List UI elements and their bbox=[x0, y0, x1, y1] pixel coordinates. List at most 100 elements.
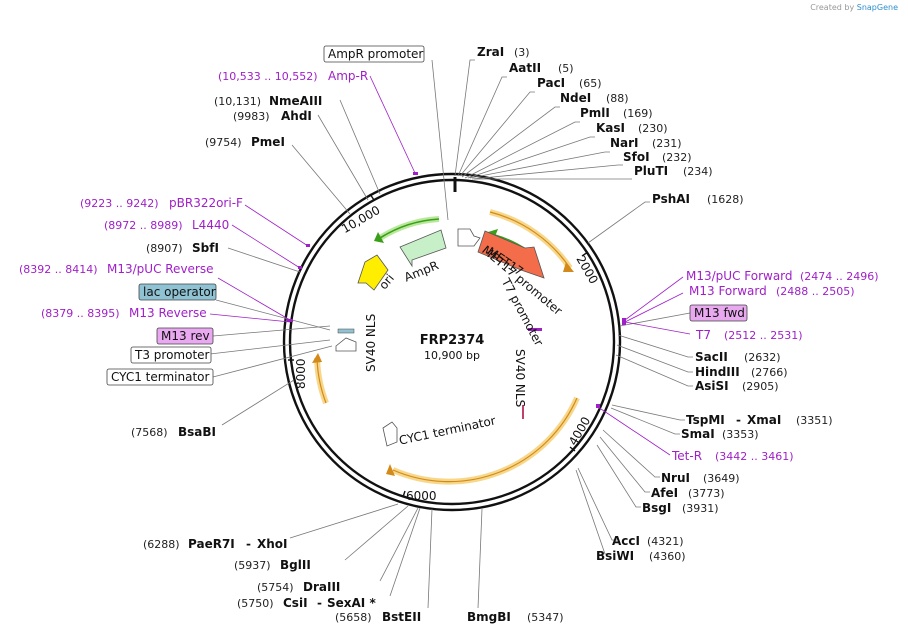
leader-acci bbox=[577, 467, 617, 541]
primer-leader-m13-forward bbox=[624, 292, 684, 323]
primer-pos-m13-reverse: (8379 .. 8395) bbox=[41, 307, 120, 320]
primer-pos-m13-puc-reverse: (8392 .. 8414) bbox=[19, 263, 98, 276]
orf-arc-left bbox=[314, 357, 329, 405]
site-pos-hindiii: (2766) bbox=[751, 366, 788, 379]
primer-mark-right bbox=[528, 328, 542, 331]
ampr-promoter-box bbox=[323, 45, 425, 63]
feature-label-sv40-nls-right: SV40 NLS bbox=[513, 349, 527, 407]
leader-draiii bbox=[379, 507, 419, 582]
leader-bmgbi bbox=[477, 508, 483, 609]
leader-m13-fwd bbox=[619, 312, 691, 327]
met17-promoter-arrow bbox=[457, 228, 481, 247]
site-pos-bsgi: (3931) bbox=[682, 502, 719, 515]
site-separator-csii: - bbox=[317, 596, 322, 610]
cyc1-terminator-box bbox=[106, 368, 214, 386]
site-name-draiii: DraIII bbox=[303, 580, 340, 594]
site-pos-kasi: (230) bbox=[638, 122, 668, 135]
site-pos-zrai: (3) bbox=[514, 46, 530, 59]
tick-mark-2000 bbox=[581, 251, 589, 257]
primer-leader-m13-reverse bbox=[209, 313, 291, 323]
leader-kasi bbox=[467, 136, 595, 179]
feature-label-cyc1-terminator: CYC1 terminator bbox=[398, 413, 497, 447]
backbone-inner-ring bbox=[288, 178, 616, 506]
site-pos-bsabi: (7568) bbox=[131, 426, 168, 439]
site-name-ahdi: AhdI bbox=[281, 109, 312, 123]
site-separator-paer7i: - bbox=[246, 537, 251, 551]
box-labels: AmpR promoter lac operator M13 rev T3 pr… bbox=[106, 45, 748, 386]
site-name-xmai: XmaI bbox=[747, 413, 781, 427]
feature-mark-tetr bbox=[522, 405, 524, 419]
lac-operator-box bbox=[138, 283, 217, 301]
tick-mark-6000 bbox=[402, 490, 406, 498]
leader-sbfi bbox=[227, 247, 301, 273]
ori-feature-arrow bbox=[357, 254, 389, 291]
primer-name-m13-reverse: M13 Reverse bbox=[129, 306, 207, 320]
cyc1-terminator-box-label: CYC1 terminator bbox=[111, 370, 210, 384]
site-name-bglii: BglII bbox=[280, 558, 311, 572]
primer-pos-t7: (2512 .. 2531) bbox=[724, 329, 803, 342]
site-name-pluti: PluTI bbox=[634, 164, 668, 178]
tick-label-6000: 6000 bbox=[406, 489, 437, 503]
site-pos-ndei: (88) bbox=[606, 92, 629, 105]
leader-lac-operator bbox=[215, 299, 331, 331]
primer-mark-l4440 bbox=[298, 266, 302, 269]
site-pos-csii: (5750) bbox=[237, 597, 274, 610]
primer-mark-pbr322ori-f bbox=[306, 244, 310, 247]
leader-smai bbox=[610, 407, 680, 435]
enzyme-labels-left: BmgBI (5347) (5658) BstEII (5750) CsiI -… bbox=[131, 94, 564, 624]
leader-nari bbox=[469, 151, 610, 179]
primer-leader-t7 bbox=[624, 321, 691, 335]
leader-nrui bbox=[602, 429, 660, 478]
ampr-promoter-label: AmpR promoter bbox=[328, 47, 423, 61]
primer-leader-tet-r bbox=[597, 406, 671, 456]
box-primer-leaders bbox=[209, 59, 691, 456]
site-name-hindiii: HindIII bbox=[695, 365, 740, 379]
site-name-paer7i: PaeR7I bbox=[188, 537, 235, 551]
site-name-sexai: SexAI * bbox=[327, 596, 376, 610]
primer-leader-pbr322ori-f bbox=[244, 204, 309, 247]
site-name-pshai: PshAI bbox=[652, 192, 690, 206]
primer-name-m13-forward: M13 Forward bbox=[689, 284, 767, 298]
orf-arc-met17-line bbox=[489, 211, 571, 269]
site-name-csii: CsiI bbox=[283, 596, 308, 610]
site-name-ndei: NdeI bbox=[560, 91, 591, 105]
leader-ampr-promoter bbox=[431, 59, 449, 221]
primer-leader-l4440 bbox=[231, 224, 301, 269]
snapgene-logo: SnapGene bbox=[856, 3, 898, 12]
primer-name-t7: T7 bbox=[695, 328, 711, 342]
m13-fwd-box bbox=[689, 304, 748, 322]
primer-pos-l4440: (8972 .. 8989) bbox=[104, 219, 183, 232]
backbone-outer-ring bbox=[282, 172, 622, 512]
leader-sfoi bbox=[471, 164, 623, 180]
site-pos-afei: (3773) bbox=[688, 487, 725, 500]
site-pos-aatii: (5) bbox=[558, 62, 574, 75]
primer-labels: (10,533 .. 10,552) Amp-R (9223 .. 9242) … bbox=[19, 69, 879, 463]
site-name-sacii: SacII bbox=[695, 350, 728, 364]
primer-name-m13-puc-forward: M13/pUC Forward bbox=[686, 269, 793, 283]
credit-prefix: Created by bbox=[810, 3, 855, 12]
site-name-pmei: PmeI bbox=[251, 135, 285, 149]
site-separator-tspmi: - bbox=[736, 413, 741, 427]
feature-label-ampr: AmpR bbox=[402, 258, 440, 284]
primer-mark-m13-reverse bbox=[287, 319, 293, 322]
leader-zrai bbox=[454, 59, 475, 177]
tick-label-8000: 8000 bbox=[294, 358, 308, 389]
leader-csii bbox=[389, 507, 421, 597]
primer-pos-amp-r: (10,533 .. 10,552) bbox=[218, 70, 318, 83]
orf-arrow-met17 bbox=[563, 262, 574, 272]
primer-name-amp-r: Amp-R bbox=[328, 69, 368, 83]
m13-fwd-label: M13 fwd bbox=[694, 306, 745, 320]
site-pos-pmli: (169) bbox=[623, 107, 653, 120]
leader-bsiwi bbox=[575, 469, 610, 555]
site-name-smai: SmaI bbox=[681, 427, 715, 441]
primer-leader-m13-puc-forward bbox=[624, 276, 684, 321]
feature-label-sv40-nls-left: SV40 NLS bbox=[364, 314, 378, 372]
m13-rev-box bbox=[156, 327, 214, 345]
primer-leader-m13-puc-reverse bbox=[217, 277, 291, 321]
sv40-nls-left-arrow bbox=[335, 337, 357, 352]
leader-pshai bbox=[587, 201, 650, 244]
site-pos-bsiwi: (4360) bbox=[649, 550, 686, 563]
site-pos-paer7i: (6288) bbox=[143, 538, 180, 551]
orf-arrow-ampr bbox=[374, 232, 384, 243]
